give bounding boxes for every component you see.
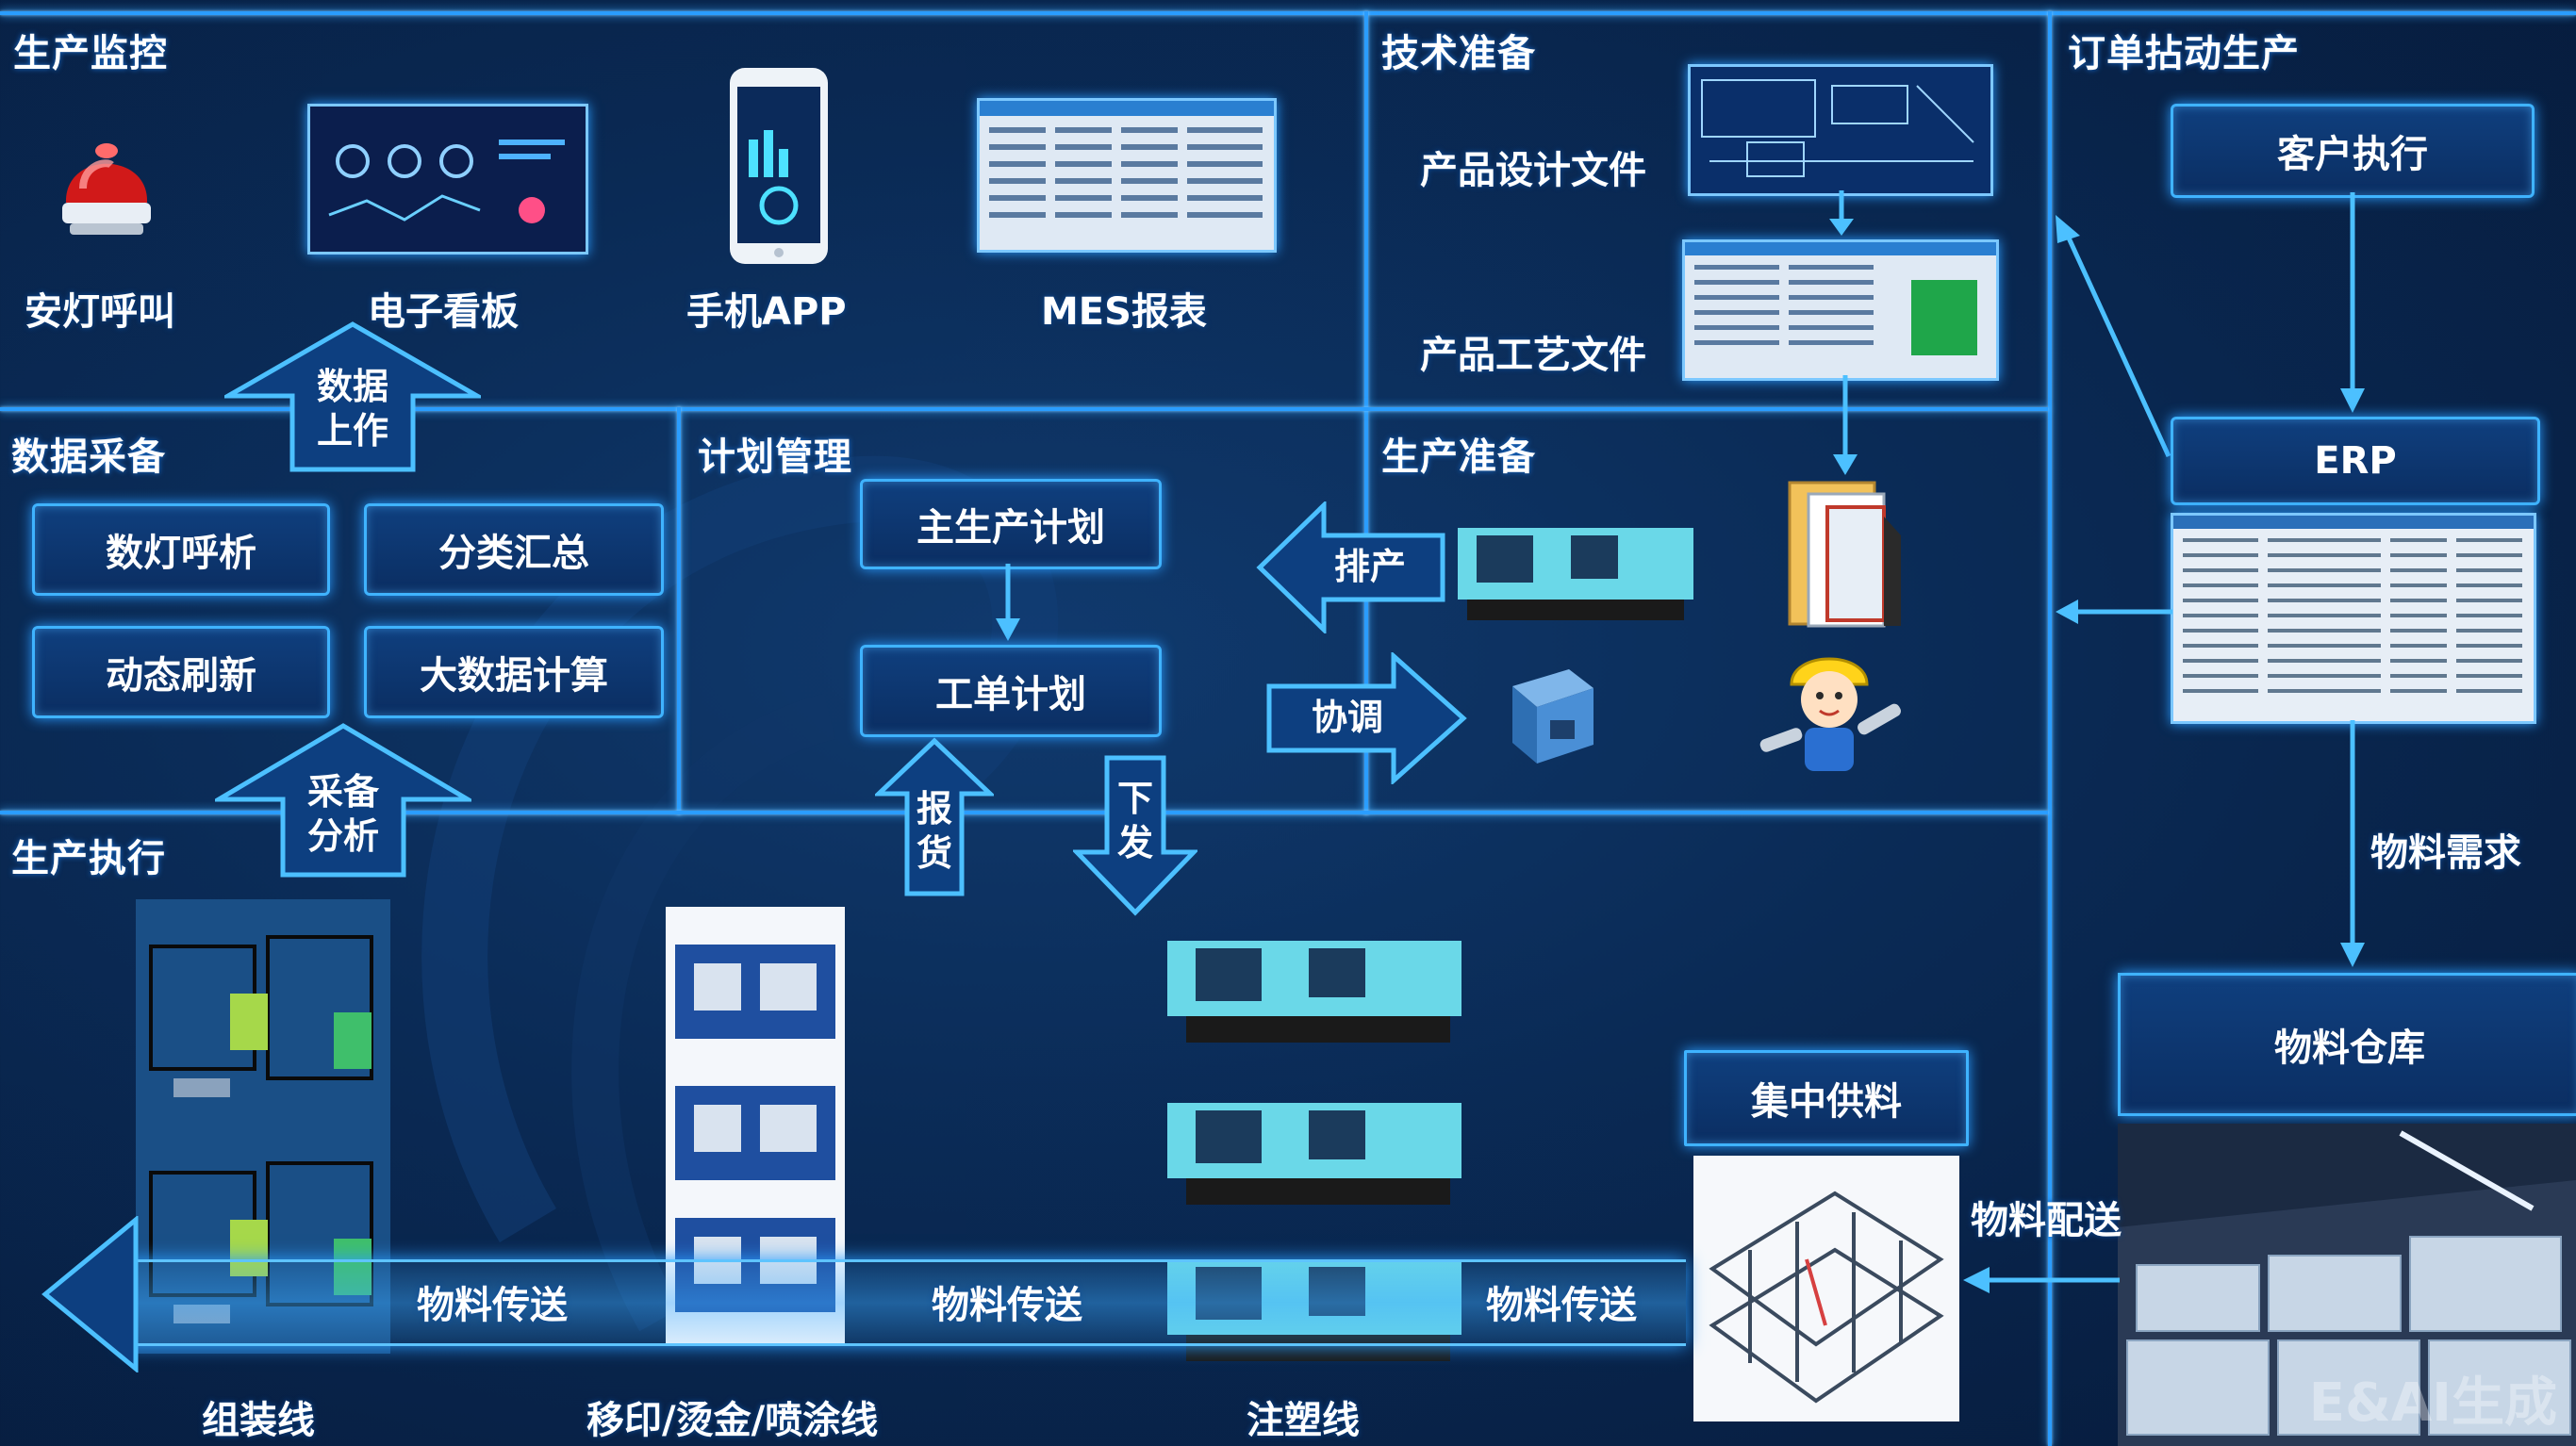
e-board-screen — [307, 104, 588, 255]
coordinate-arrow-shape — [1266, 652, 1467, 784]
divider-horizontal-lower — [0, 811, 2048, 814]
e-board-dashboard-graphic — [310, 107, 586, 252]
erp-box[interactable]: ERP — [2171, 417, 2540, 505]
mobile-app-label: 手机APP — [686, 290, 847, 334]
divider-vertical-order — [2048, 11, 2052, 1446]
assembly-line-machines — [136, 899, 390, 1354]
dispatch-text-2: 发 — [1116, 822, 1153, 863]
erp-to-customer-diagonal-arrow — [2056, 215, 2171, 458]
injection-molding-machine-1 — [1167, 941, 1461, 1043]
injection-machine-prep — [1458, 528, 1693, 620]
coordinate-arrow: 协调 — [1265, 652, 1467, 784]
collect-analyze-text-1: 采备 — [306, 770, 379, 813]
e-board-label: 电子看板 — [368, 290, 519, 334]
material-transfer-label-2: 物料传送 — [932, 1284, 1082, 1327]
dispatch-text-1: 下 — [1116, 777, 1153, 819]
section-title-order-driven: 订单拈动生产 — [2068, 32, 2300, 75]
design-doc-blueprint-graphic — [1701, 79, 1974, 177]
report-up-arrow-shape — [875, 737, 994, 896]
injection-molding-machine-3 — [1167, 1259, 1461, 1361]
divider-vertical-plan — [677, 407, 681, 814]
warehouse-photo — [2118, 1124, 2576, 1446]
dispatch-down-arrow: 下 发 — [1073, 754, 1197, 916]
data-box-big-data-calculation[interactable]: 大数据计算 — [364, 626, 664, 718]
data-upload-arrow-shape — [224, 321, 481, 472]
collect-analyze-arrow: 采备 分析 — [215, 722, 471, 879]
central-supply-box[interactable]: 集中供料 — [1684, 1050, 1969, 1146]
section-title-production-preparation: 生产准备 — [1381, 435, 1536, 479]
assembly-line-label: 组装线 — [202, 1399, 315, 1442]
material-transfer-label-1: 物料传送 — [417, 1284, 568, 1327]
section-title-technical-preparation: 技术准备 — [1381, 32, 1536, 75]
mobile-phone-icon — [730, 68, 828, 264]
section-title-production-monitoring: 生产监控 — [13, 32, 168, 75]
report-text-2: 货 — [916, 832, 952, 874]
andon-call-label: 安灯呼叫 — [25, 290, 175, 334]
process-doc-label: 产品工艺文件 — [1420, 334, 1646, 377]
design-doc-label: 产品设计文件 — [1420, 149, 1646, 192]
schedule-text: 排产 — [1333, 546, 1406, 588]
erp-data-table-graphic — [2173, 516, 2534, 693]
data-box-dynamic-refresh[interactable]: 动态刷新 — [32, 626, 330, 718]
master-to-work-order-arrow — [996, 564, 1020, 641]
conveyor-band — [123, 1259, 1686, 1346]
material-delivery-label: 物料配送 — [1971, 1199, 2122, 1242]
master-production-plan-box[interactable]: 主生产计划 — [860, 479, 1162, 569]
report-text-1: 报 — [916, 787, 952, 830]
process-doc-table-graphic — [1685, 242, 1996, 355]
printing-line-machines — [666, 907, 845, 1346]
customer-to-erp-arrow — [2340, 192, 2365, 413]
top-border-line — [0, 11, 2576, 15]
mes-report-label: MES报表 — [1041, 290, 1207, 334]
section-title-data-collection: 数据采备 — [11, 435, 166, 479]
customer-execution-box[interactable]: 客户执行 — [2171, 104, 2535, 198]
watermark-text: E&AI生成 — [2308, 1372, 2557, 1434]
schedule-arrow-shape — [1256, 501, 1445, 633]
data-box-classification-summary[interactable]: 分类汇总 — [364, 503, 664, 596]
dispatch-down-arrow-shape — [1073, 755, 1197, 916]
work-order-plan-box[interactable]: 工单计划 — [860, 645, 1162, 737]
section-title-production-execution: 生产执行 — [11, 837, 166, 880]
design-doc-drawing — [1688, 64, 1993, 196]
design-to-process-arrow — [1829, 190, 1854, 236]
injection-molding-machine-2 — [1167, 1103, 1461, 1205]
schedule-arrow: 排产 — [1256, 501, 1446, 633]
erp-to-prep-arrow — [2056, 600, 2172, 624]
material-demand-label: 物料需求 — [2370, 831, 2521, 875]
data-upload-text-1: 数据 — [316, 365, 388, 407]
material-warehouse-box[interactable]: 物料仓库 — [2118, 973, 2576, 1116]
divider-vertical-tech — [1364, 11, 1368, 814]
process-to-prep-arrow — [1833, 375, 1858, 475]
andon-light-icon — [62, 143, 151, 235]
mes-report-table-graphic — [980, 101, 1274, 218]
printing-line-label: 移印/烫金/喷涂线 — [586, 1399, 879, 1442]
document-folder-icon — [1788, 481, 1901, 628]
conveyor-left-arrowhead — [41, 1216, 139, 1372]
collect-analyze-arrow-shape — [215, 723, 471, 878]
data-upload-text-2: 上作 — [316, 410, 388, 452]
erp-data-sheet — [2171, 513, 2536, 724]
mes-report-screen — [977, 98, 1277, 253]
warehouse-to-central-supply-arrow — [1963, 1267, 2120, 1293]
worker-mascot-icon — [1759, 657, 1901, 771]
equipment-box-icon — [1512, 669, 1593, 764]
central-supply-system-graphic — [1693, 1156, 1959, 1421]
process-doc-sheet — [1682, 239, 1999, 381]
divider-horizontal-upper — [0, 407, 2048, 411]
collect-analyze-text-2: 分析 — [306, 815, 379, 857]
data-box-light-analysis[interactable]: 数灯呼析 — [32, 503, 330, 596]
molding-line-label: 注塑线 — [1247, 1399, 1360, 1442]
report-up-arrow: 报 货 — [875, 737, 994, 897]
data-upload-arrow: 数据 上作 — [224, 320, 481, 473]
section-title-plan-management: 计划管理 — [698, 435, 852, 479]
material-transfer-label-3: 物料传送 — [1486, 1284, 1637, 1327]
coordinate-text: 协调 — [1311, 697, 1383, 739]
erp-to-warehouse-arrow — [2340, 720, 2365, 967]
